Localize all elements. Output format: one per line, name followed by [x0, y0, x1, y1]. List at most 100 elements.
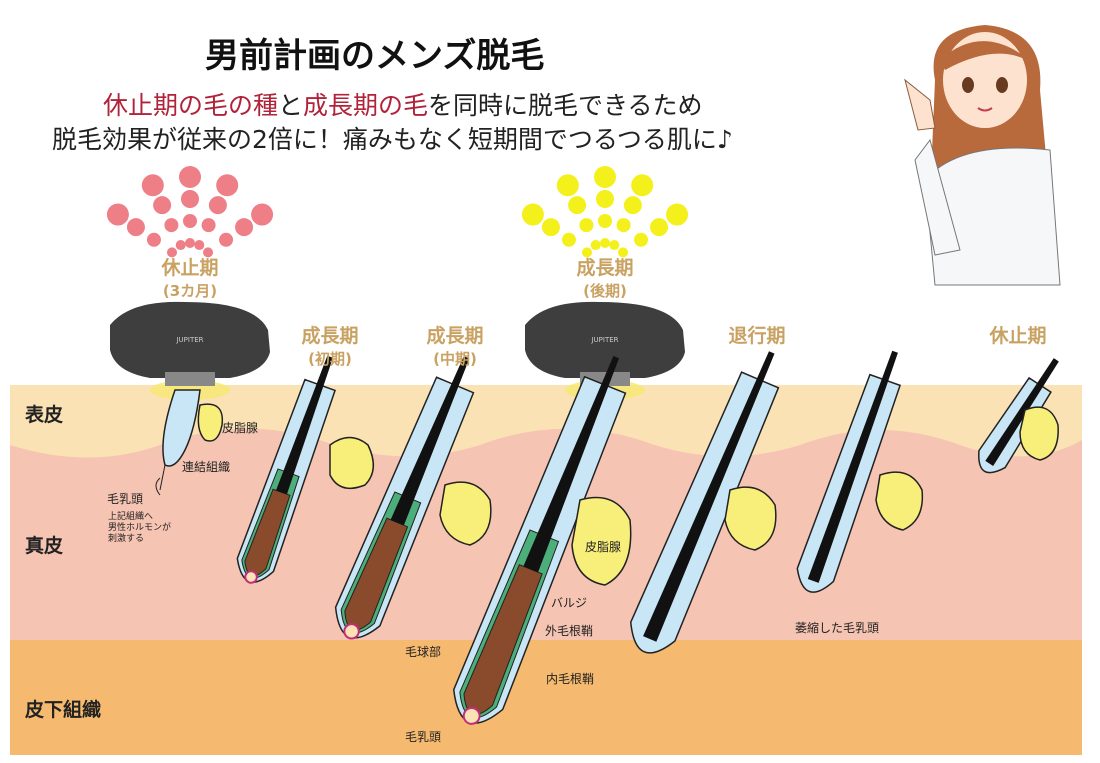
note-line: 刺激する	[108, 534, 145, 544]
light-dot	[631, 174, 654, 197]
stage-period: (後期)	[583, 282, 627, 300]
light-dot	[153, 196, 172, 215]
stage-telogen-right: 休止期	[989, 321, 1046, 348]
subtitle-line-2: 脱毛効果が従来の2倍に！痛みもなく短期間でつるつる肌に♪	[52, 125, 733, 154]
hair-follicle	[334, 356, 475, 640]
light-dot	[179, 166, 201, 188]
laser-device-1: JUPITER	[110, 301, 270, 386]
stage-name: 成長期	[426, 325, 484, 347]
light-dot	[166, 247, 177, 258]
label-bulge: バルジ	[551, 596, 588, 610]
light-dot	[175, 240, 186, 251]
light-dot	[600, 238, 610, 248]
light-dot	[146, 232, 161, 247]
stage-period: (3カ月)	[162, 282, 218, 300]
sebaceous-glands	[329, 406, 1059, 586]
hair-shaft	[390, 356, 470, 526]
hair-shaft	[643, 351, 775, 642]
light-dot	[666, 203, 689, 226]
hair-follicle	[796, 350, 902, 593]
light-dot	[561, 232, 576, 247]
layer-label-epidermis: 表皮	[25, 404, 64, 426]
light-dot	[164, 218, 179, 233]
page-title: 男前計画のメンズ脱毛	[205, 36, 545, 76]
dermal-papilla	[462, 706, 481, 725]
stage-name: 成長期	[301, 325, 359, 347]
light-dot	[216, 174, 239, 197]
subtitle-line-1-text: 休止期の毛の種と成長期の毛を同時に脱毛できるため	[103, 91, 703, 120]
label-bulb: 毛球部	[405, 645, 442, 659]
stage-name: 休止期	[989, 325, 1047, 347]
hair-shaft	[523, 356, 619, 573]
light-dot	[141, 174, 164, 197]
laser-device-2: JUPITER	[525, 301, 685, 386]
light-dot	[203, 247, 214, 258]
light-dot	[126, 218, 145, 237]
hair-follicle	[236, 355, 337, 584]
subtitle-line-1: 休止期の毛の種と成長期の毛を同時に脱毛できるため	[103, 86, 703, 122]
subtitle-segment: と	[278, 91, 304, 120]
label-inner-sheath: 内毛根鞘	[546, 672, 595, 686]
light-dot	[616, 218, 631, 233]
light-dot	[618, 247, 629, 258]
light-dot	[251, 203, 274, 226]
label-atrophied-papilla: 萎縮した毛乳頭	[795, 621, 880, 635]
light-dot	[598, 214, 612, 228]
light-dot	[594, 166, 616, 188]
light-dot	[106, 203, 129, 226]
light-dot	[623, 196, 642, 215]
light-dot	[579, 218, 594, 233]
subtitle-segment: 成長期の毛	[303, 91, 429, 120]
light-dot	[650, 218, 669, 237]
light-dot	[556, 174, 579, 197]
note-line: 上記組織へ	[108, 512, 154, 522]
light-dot	[590, 240, 601, 251]
stage-anagen-early: 成長期 (初期)	[301, 321, 358, 369]
dermal-papilla	[343, 623, 360, 640]
telogen-light-dots	[106, 166, 274, 258]
stage-name: 成長期	[576, 257, 634, 279]
subtitle-segment: 休止期の毛の種	[103, 91, 279, 120]
label-papilla-1: 毛乳頭	[107, 492, 144, 506]
light-dot	[185, 238, 195, 248]
hair-follicle	[452, 356, 627, 725]
svg-text:JUPITER: JUPITER	[175, 336, 203, 344]
nurse-illustration	[904, 25, 1061, 286]
anagen-light-dots	[521, 166, 689, 258]
subcutis-layer	[10, 640, 1082, 755]
label-sebaceous-1: 皮脂腺	[222, 421, 259, 435]
light-dot	[609, 240, 620, 251]
light-dot	[183, 214, 197, 228]
light-dot	[201, 218, 216, 233]
epidermis-layer	[10, 385, 1082, 458]
light-dot	[541, 218, 560, 237]
note-line: 男性ホルモンが	[108, 523, 172, 533]
label-note: 上記組織へ 男性ホルモンが 刺激する	[108, 512, 171, 545]
stage-period: (初期)	[308, 350, 352, 368]
stage-name: 退行期	[728, 325, 786, 347]
stage-name: 休止期	[161, 257, 219, 279]
light-dot	[235, 218, 254, 237]
stage-catagen: 退行期	[728, 321, 785, 348]
light-dot	[581, 247, 592, 258]
hair-follicle	[978, 358, 1059, 474]
label-outer-sheath: 外毛根鞘	[545, 624, 594, 638]
stage-telogen-top: 休止期 (3カ月)	[161, 253, 218, 301]
light-dot	[208, 196, 227, 215]
layer-label-dermis: 真皮	[25, 535, 64, 557]
hair-shaft	[276, 355, 333, 495]
light-dot	[568, 196, 587, 215]
light-dot	[596, 190, 614, 208]
svg-text:JUPITER: JUPITER	[590, 336, 618, 344]
light-dot	[219, 232, 234, 247]
light-dot	[521, 203, 544, 226]
label-papilla-2: 毛乳頭	[405, 730, 442, 744]
layer-label-subcutis: 皮下組織	[25, 699, 102, 721]
hair-shaft	[807, 350, 898, 583]
stage-anagen-late: 成長期 (後期)	[576, 253, 633, 301]
subtitle-segment: を同時に脱毛できるため	[428, 91, 703, 120]
dermal-papilla	[244, 570, 258, 584]
stage-period: (中期)	[433, 350, 477, 368]
hair-follicle	[629, 351, 780, 654]
